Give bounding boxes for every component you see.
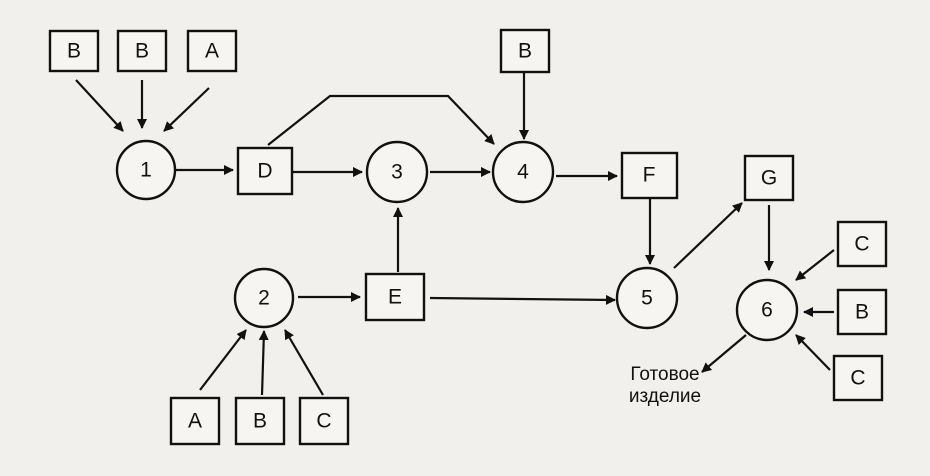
edge-a-to-2 <box>199 329 247 391</box>
process-label-3: 3 <box>391 161 403 184</box>
component-box-in-1c <box>186 29 238 73</box>
edge-c-to-2 <box>284 329 324 396</box>
component-label-in-6a: C <box>854 233 869 256</box>
edge-c-to-6 <box>795 249 835 281</box>
component-label-in-2b: B <box>253 410 267 433</box>
process-node-4 <box>491 140 555 204</box>
process-label-5: 5 <box>641 287 653 310</box>
finished-product-label: Готовое изделие <box>600 364 730 408</box>
component-box-in-1b <box>116 29 168 73</box>
component-label-g: G <box>761 167 777 190</box>
edge-a-to-1 <box>163 87 210 132</box>
component-box-d <box>236 146 294 196</box>
component-label-in-6b: B <box>855 301 869 324</box>
component-label-in-1a: B <box>67 40 81 63</box>
process-node-2 <box>233 267 295 329</box>
component-boxes <box>48 28 888 446</box>
component-label-in-4: B <box>518 40 532 63</box>
process-node-3 <box>365 140 429 204</box>
edge-b1-to-1 <box>75 79 124 132</box>
component-box-in-2a <box>169 396 221 446</box>
finished-product-line-1: Готовое <box>630 364 700 385</box>
edge-d-to-4 <box>267 94 495 146</box>
component-label-in-1c: A <box>205 40 219 63</box>
process-node-1 <box>115 139 177 201</box>
component-label-in-2c: C <box>316 410 331 433</box>
process-label-1: 1 <box>140 159 152 182</box>
component-box-in-2c <box>298 396 350 446</box>
edges <box>75 73 835 396</box>
edge-5-to-g <box>673 202 743 269</box>
process-label-4: 4 <box>517 161 529 184</box>
edge-c2-to-6 <box>795 334 831 371</box>
component-label-in-2a: A <box>188 410 202 433</box>
component-box-e <box>364 272 426 322</box>
component-box-f <box>620 151 679 200</box>
process-node-5 <box>615 266 679 330</box>
finished-product-line-2: изделие <box>628 386 702 407</box>
process-labels: 1 2 3 4 5 6 <box>140 159 773 322</box>
component-box-in-6a <box>836 220 888 268</box>
process-label-2: 2 <box>258 287 270 310</box>
component-box-in-1a <box>48 29 100 73</box>
process-node-6 <box>735 278 799 342</box>
component-box-in-2b <box>234 396 286 446</box>
edge-6-to-result <box>701 334 747 373</box>
component-box-g <box>743 154 795 202</box>
edge-e-to-5 <box>429 294 616 305</box>
component-label-d: D <box>257 160 272 183</box>
process-label-6: 6 <box>761 299 773 322</box>
component-label-f: F <box>643 164 656 187</box>
component-box-in-6b <box>836 288 888 336</box>
process-circles <box>115 139 799 342</box>
edge-b-to-2 <box>258 330 269 396</box>
component-labels: B B A B A B C C B C D E F G <box>67 40 870 433</box>
component-box-in-4 <box>499 28 551 74</box>
component-label-in-6c: C <box>850 367 865 390</box>
component-label-e: E <box>388 286 402 309</box>
component-label-in-1b: B <box>135 40 149 63</box>
component-box-in-6c <box>832 354 884 402</box>
